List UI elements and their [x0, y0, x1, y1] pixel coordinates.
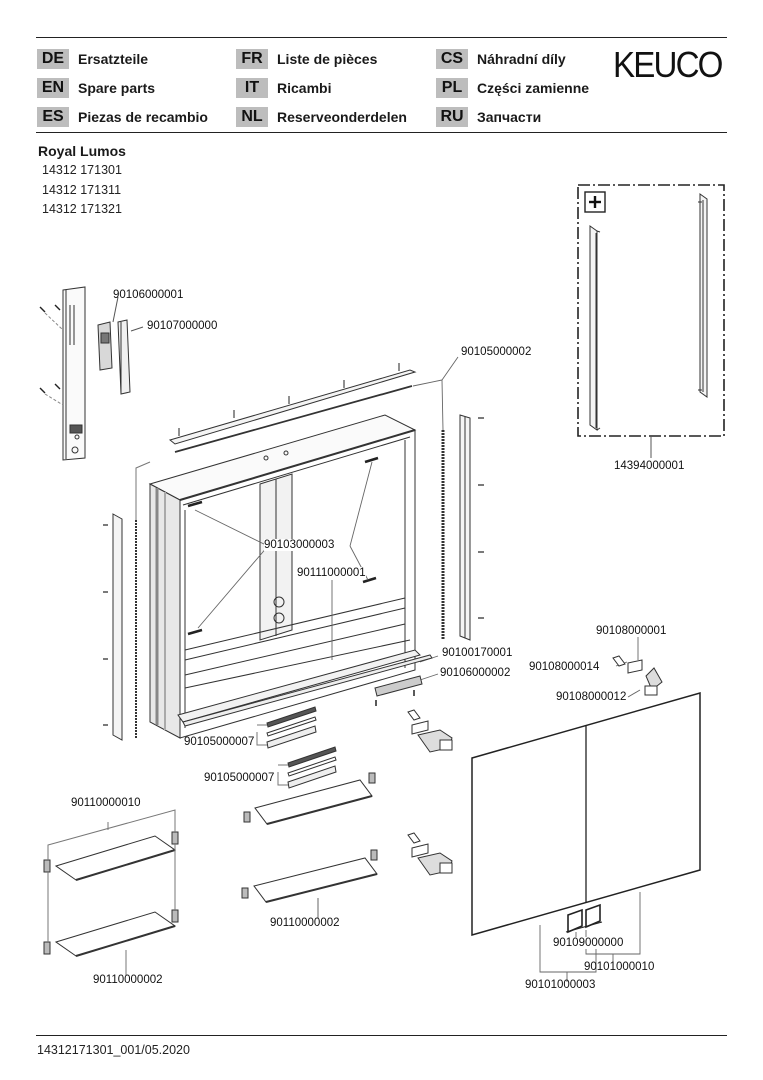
lang-label: Reserveonderdelen: [277, 109, 407, 125]
lang-row-es: ES Piezas de recambio: [37, 107, 208, 127]
part-number-label: 90106000002: [440, 667, 511, 679]
lang-label: Piezas de recambio: [78, 109, 208, 125]
cabinet-body: [148, 414, 421, 739]
bottom-rail: [182, 654, 433, 727]
hinge-lower: [407, 832, 453, 876]
product-name: Royal Lumos: [38, 143, 126, 159]
left-side-strip: [103, 461, 151, 741]
document-id: 14312171301_001/05.2020: [37, 1043, 190, 1057]
right-led-strip: [441, 414, 484, 641]
lang-label: Запчасти: [477, 109, 542, 125]
led-profile-set-1: [256, 706, 317, 749]
part-number-label: 90110000010: [71, 797, 141, 809]
lang-row-en: EN Spare parts: [37, 78, 155, 98]
lang-label: Náhradní díly: [477, 51, 566, 67]
brand-logo: KEUCO: [613, 44, 723, 85]
mirror-doors: [471, 692, 701, 936]
part-number-label: 90101000003: [525, 979, 596, 991]
lang-code: RU: [436, 107, 468, 127]
lang-row-fr: FR Liste de pièces: [236, 49, 377, 69]
lang-code: CS: [436, 49, 468, 69]
accessory-box: [577, 184, 725, 458]
part-number-label: 90106000001: [113, 289, 184, 301]
lang-label: Ersatzteile: [78, 51, 149, 67]
part-number-label: 90105000002: [461, 346, 532, 358]
header-bottom-rule: [36, 132, 727, 133]
lang-code: FR: [236, 49, 268, 69]
lang-row-de: DE Ersatzteile: [37, 49, 148, 69]
side-panel-electronics: [39, 286, 131, 461]
lang-label: Liste de pièces: [277, 51, 378, 67]
footer-rule: [36, 1035, 727, 1036]
part-number-label: 90100170001: [442, 647, 513, 659]
part-number-label: 90111000001: [297, 567, 366, 579]
hinge-top-right: [612, 655, 663, 696]
hinge-upper: [407, 709, 453, 753]
handle-bar-right: [698, 193, 708, 398]
lang-code: IT: [236, 78, 268, 98]
product-variant: 14312 171321: [42, 202, 122, 216]
part-number-label: 90101000010: [584, 961, 655, 973]
lang-code: DE: [37, 49, 69, 69]
part-number-label: 90110000002: [270, 917, 340, 929]
part-number-label: 90105000007: [184, 736, 255, 748]
lang-code: PL: [436, 78, 468, 98]
lang-row-cs: CS Náhradní díly: [436, 49, 566, 69]
lang-row-it: IT Ricambi: [236, 78, 331, 98]
glass-shelf-middle: [243, 772, 376, 825]
part-number-label: 90107000000: [147, 320, 218, 332]
accessory-part-number: 14394000001: [614, 460, 685, 472]
header-top-rule: [36, 37, 727, 38]
lang-label: Części zamienne: [477, 80, 590, 96]
lang-code: NL: [236, 107, 268, 127]
lang-row-nl: NL Reserveonderdelen: [236, 107, 407, 127]
top-strip: [168, 363, 417, 453]
glass-shelf-lower: [241, 849, 378, 918]
part-number-label: 90108000014: [529, 661, 600, 673]
plus-icon: [584, 191, 606, 213]
part-number-label: 90105000007: [204, 772, 275, 784]
part-number-label: 90108000001: [596, 625, 667, 637]
product-variant: 14312 171311: [42, 183, 122, 197]
product-variant: 14312 171301: [42, 163, 122, 177]
part-number-label: 90108000012: [556, 691, 627, 703]
part-number-label: 90110000002: [93, 974, 163, 986]
part-number-label: 90109000000: [553, 937, 624, 949]
lang-code: EN: [37, 78, 69, 98]
lang-row-ru: RU Запчасти: [436, 107, 541, 127]
shelf-set-left: [43, 809, 179, 975]
part-number-label: 90103000003: [264, 539, 335, 551]
lang-row-pl: PL Części zamienne: [436, 78, 589, 98]
lang-code: ES: [37, 107, 69, 127]
led-profile-set-2: [277, 746, 337, 789]
lang-label: Ricambi: [277, 80, 332, 96]
handle-bar-left: [589, 225, 601, 431]
lang-label: Spare parts: [78, 80, 156, 96]
